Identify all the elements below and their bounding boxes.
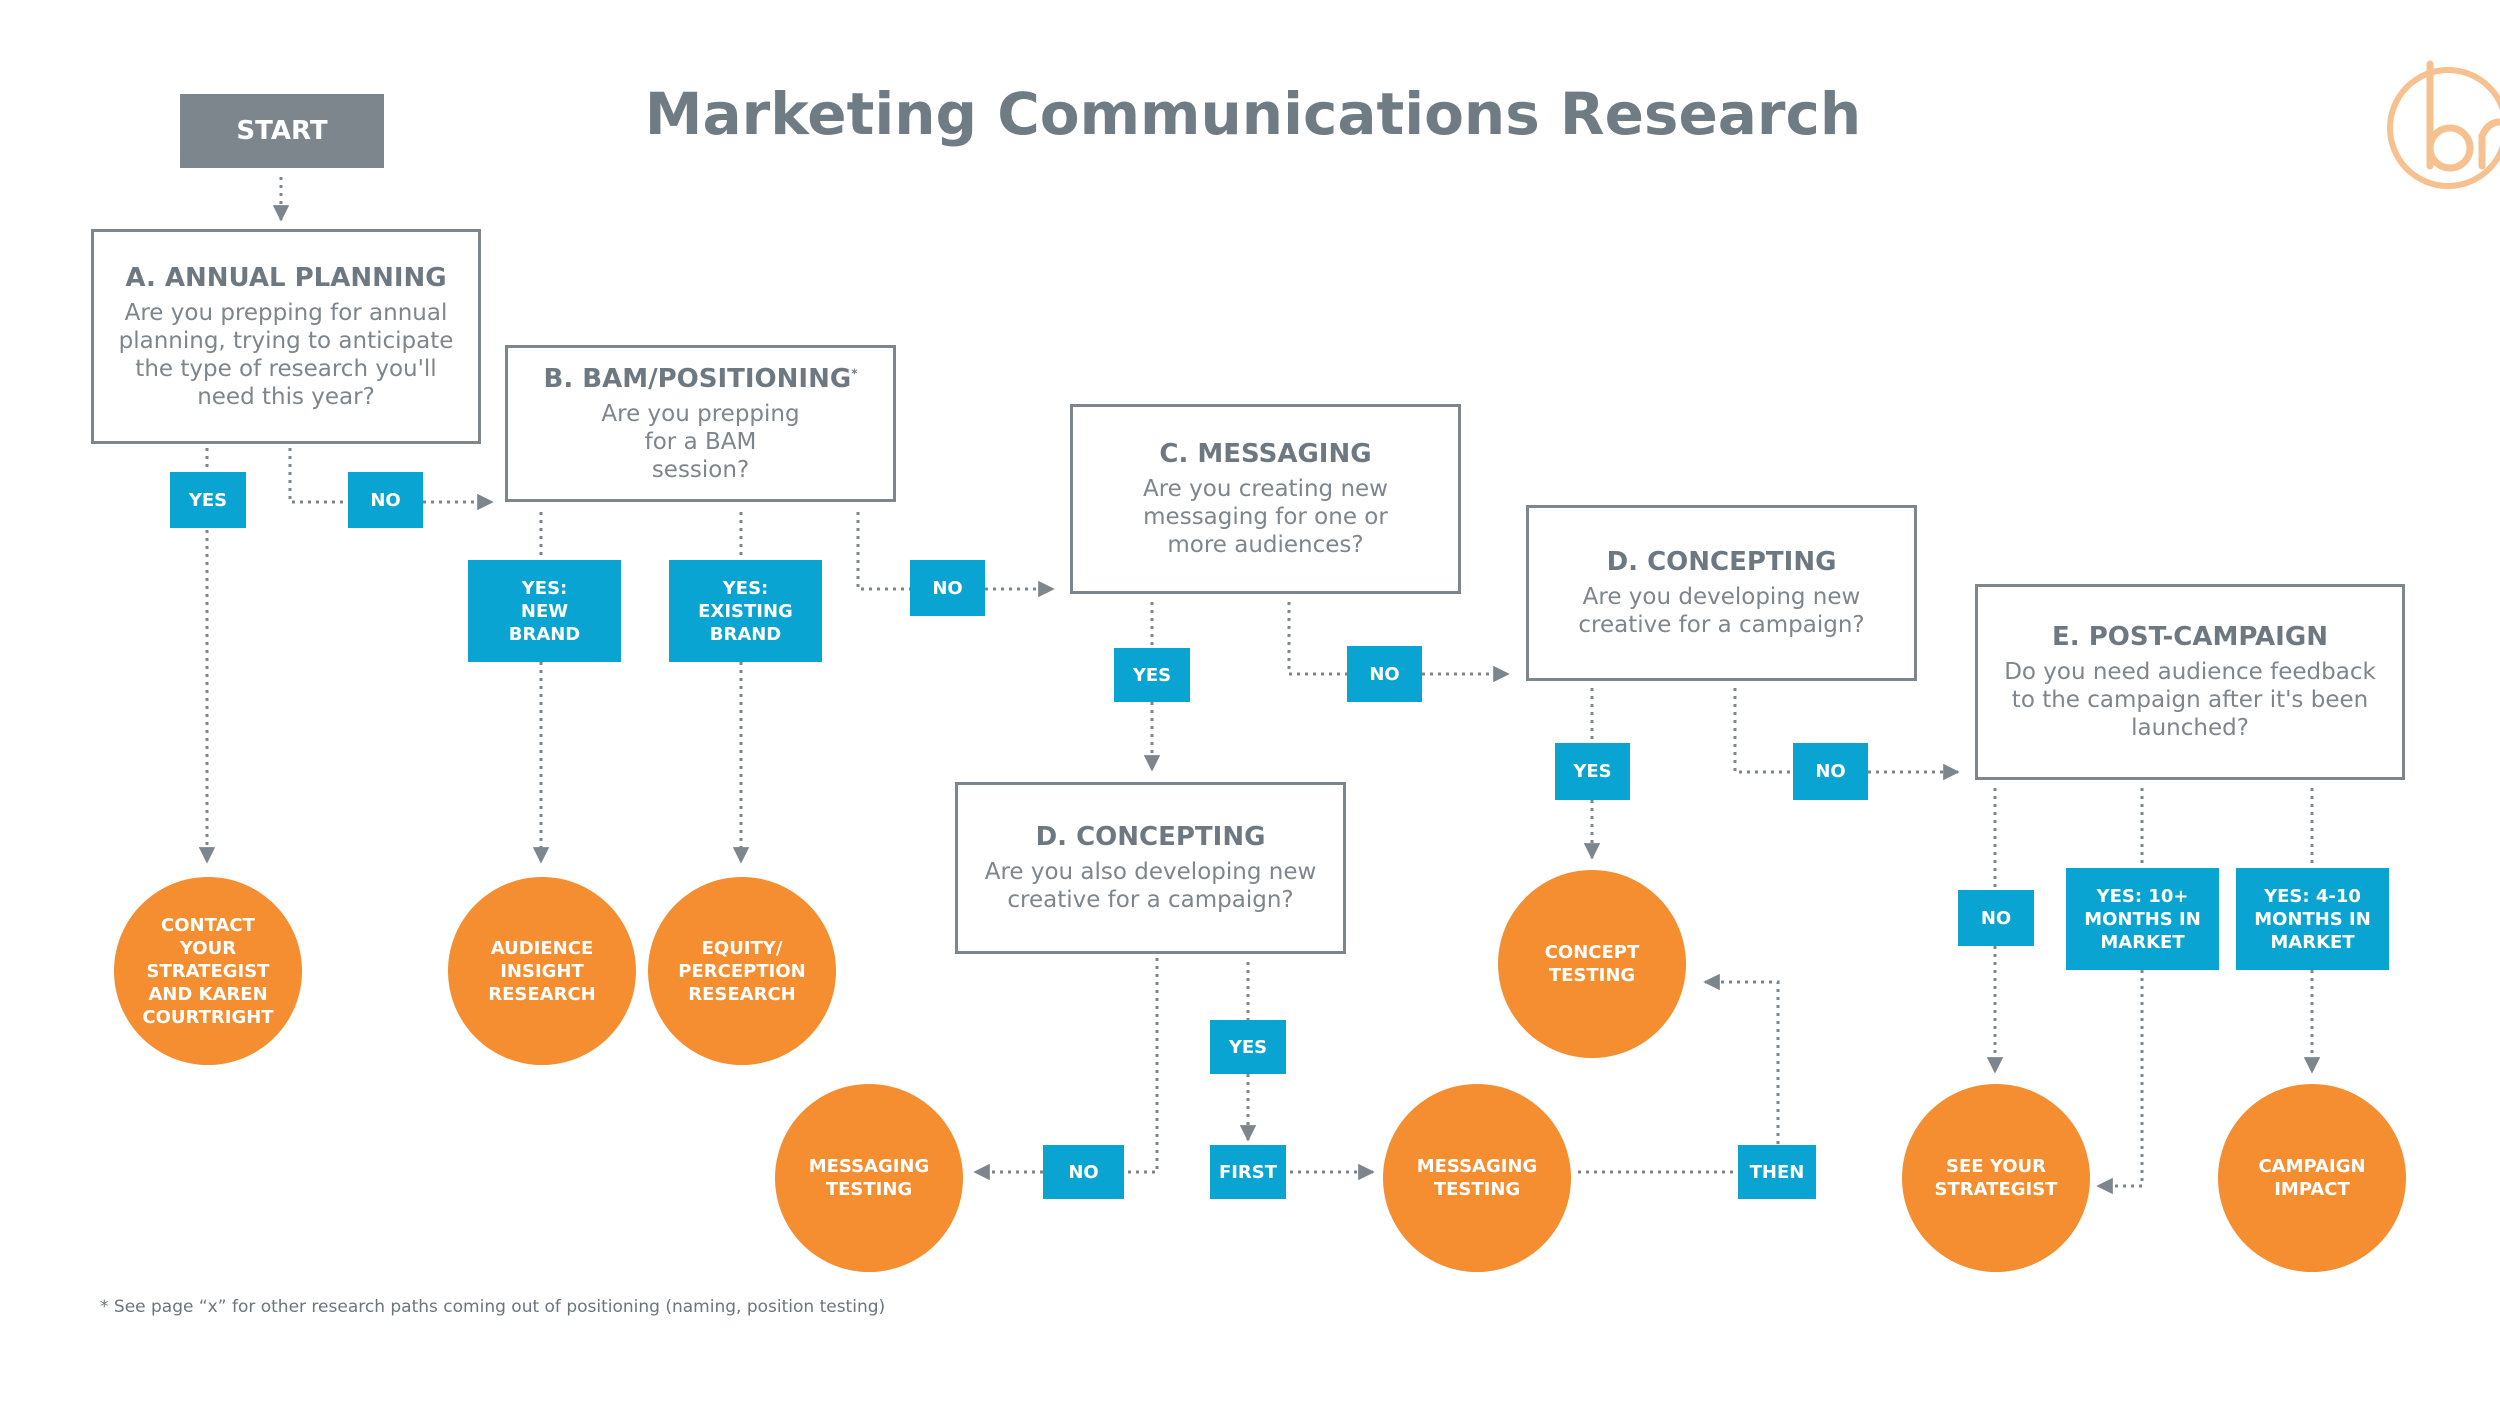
annual-planning-box: A. ANNUAL PLANNING Are you prepping for … [91, 229, 481, 444]
concepting-also-no-tag: NO [1043, 1145, 1124, 1199]
bam-no-tag: NO [910, 560, 985, 616]
concepting-also-heading: D. CONCEPTING [1035, 822, 1266, 852]
concept-testing-outcome: CONCEPT TESTING [1498, 870, 1686, 1058]
post-campaign-question: Do you need audience feedback to the cam… [2004, 659, 2376, 741]
then-tag: THEN [1738, 1145, 1816, 1199]
concepting-also-yes-tag: YES [1210, 1020, 1286, 1074]
audience-insight-research-outcome: AUDIENCE INSIGHT RESEARCH [448, 877, 636, 1065]
br-monogram-logo [2387, 60, 2500, 189]
concepting-yes-tag: YES [1555, 743, 1630, 800]
footnote: * See page “x” for other research paths … [100, 1297, 886, 1317]
see-strategist-outcome: SEE YOUR STRATEGIST [1902, 1084, 2090, 1272]
start-node: START [180, 94, 384, 168]
annual-planning-no-tag: NO [348, 472, 423, 528]
concepting-question: Are you developing new creative for a ca… [1578, 584, 1865, 638]
concepting-also-box: D. CONCEPTING Are you also developing ne… [955, 782, 1346, 954]
page-title: Marketing Communications Research [644, 80, 1862, 148]
concepting-also-question: Are you also developing new creative for… [984, 859, 1317, 913]
concepting-box: D. CONCEPTING Are you developing new cre… [1526, 505, 1917, 681]
concepting-heading: D. CONCEPTING [1606, 547, 1837, 577]
bam-yes-existing-brand-tag: YES: EXISTING BRAND [669, 560, 822, 662]
messaging-heading: C. MESSAGING [1159, 439, 1372, 469]
contact-strategist-outcome: CONTACT YOUR STRATEGIST AND KAREN COURTR… [114, 877, 302, 1065]
messaging-no-tag: NO [1347, 646, 1422, 702]
bam-footnote-marker: * [851, 365, 858, 380]
post-campaign-box: E. POST-CAMPAIGN Do you need audience fe… [1975, 584, 2405, 780]
first-tag: FIRST [1210, 1145, 1286, 1199]
post-campaign-heading: E. POST-CAMPAIGN [2052, 622, 2328, 652]
post-campaign-yes-4-10-months-tag: YES: 4-10 MONTHS IN MARKET [2236, 868, 2389, 970]
concepting-no-tag: NO [1793, 743, 1868, 800]
annual-planning-yes-tag: YES [170, 472, 246, 528]
annual-planning-question: Are you prepping for annual planning, tr… [118, 299, 454, 410]
bam-yes-new-brand-tag: YES: NEW BRAND [468, 560, 621, 662]
messaging-testing-outcome-left: MESSAGING TESTING [775, 1084, 963, 1272]
equity-perception-research-outcome: EQUITY/ PERCEPTION RESEARCH [648, 877, 836, 1065]
messaging-question: Are you creating new messaging for one o… [1143, 476, 1388, 558]
post-campaign-yes-10-months-tag: YES: 10+ MONTHS IN MARKET [2066, 868, 2219, 970]
annual-planning-heading: A. ANNUAL PLANNING [125, 262, 447, 293]
post-campaign-no-tag: NO [1958, 890, 2034, 946]
bam-positioning-box: B. BAM/POSITIONING* Are you prepping for… [505, 345, 896, 502]
bam-positioning-heading-text: B. BAM/POSITIONING [543, 363, 852, 394]
messaging-testing-outcome-mid: MESSAGING TESTING [1383, 1084, 1571, 1272]
campaign-impact-outcome: CAMPAIGN IMPACT [2218, 1084, 2406, 1272]
messaging-box: C. MESSAGING Are you creating new messag… [1070, 404, 1461, 594]
messaging-yes-tag: YES [1114, 648, 1190, 702]
bam-positioning-heading: B. BAM/POSITIONING* [544, 364, 858, 394]
bam-positioning-question: Are you prepping for a BAM session? [601, 400, 800, 483]
